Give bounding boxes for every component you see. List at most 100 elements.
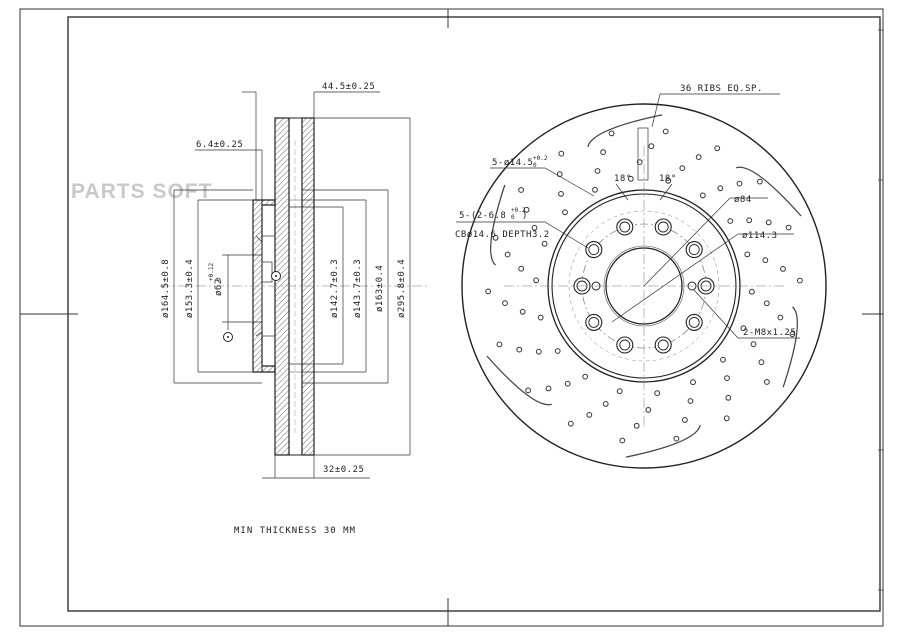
drill-hole [496, 341, 503, 348]
drill-hole [645, 407, 652, 413]
ribs-note: 36 RIBS EQ.SP. [680, 84, 763, 94]
drill-hole [797, 277, 803, 284]
front-disc-view: 36 RIBS EQ.SP. 5-ø14.5 +0.2 0 18° 18° ø8… [455, 84, 827, 469]
bolt-hole [616, 336, 634, 354]
drill-hole [665, 177, 672, 184]
drill-hole [504, 251, 511, 258]
drill-hole [765, 219, 772, 226]
drill-hole [541, 240, 548, 247]
drill-hole [789, 331, 796, 338]
inner-friction-ring [301, 117, 315, 456]
bolt-holes-note: 5-ø14.5 [492, 158, 533, 168]
bolt-hole [585, 241, 603, 259]
drill-hole [562, 209, 568, 216]
dia-62-tol: +0.12 [208, 263, 215, 281]
outer-friction-ring [274, 117, 290, 456]
drill-hole [654, 390, 661, 397]
drill-hole [567, 420, 574, 427]
disc-outer-edge [461, 103, 827, 469]
drill-hole [749, 288, 755, 295]
pin-holes-tol: +0.2 [511, 207, 526, 214]
frame-edge-marks [878, 29, 883, 591]
drill-hole [564, 380, 571, 387]
drill-hole [695, 154, 702, 161]
dia-153-3-dim: ø153.3±0.4 [185, 259, 195, 318]
drill-hole [518, 187, 524, 193]
drill-hole [485, 288, 492, 295]
pin-holes-close: ) [522, 211, 528, 221]
drill-hole [744, 251, 751, 258]
drill-hole [662, 128, 669, 135]
bolt-hole [654, 336, 672, 354]
drawing-frame [19, 8, 884, 627]
drill-hole [518, 265, 525, 272]
drill-hole [699, 192, 706, 199]
drill-hole [516, 346, 523, 353]
drill-hole [592, 186, 598, 193]
dia-163-dim: ø163±0.4 [375, 265, 385, 312]
drill-hole [762, 257, 769, 264]
dia-142-7-dim: ø142.7±0.3 [330, 259, 340, 318]
drill-hole [519, 308, 526, 315]
dia-62-dim: ø62 [214, 278, 224, 296]
drill-hole [648, 143, 655, 150]
brake-slot [490, 184, 506, 266]
hub-bore [605, 247, 683, 325]
drill-hole [746, 217, 753, 224]
drill-hole [554, 348, 561, 354]
drill-hole [725, 394, 732, 401]
drill-hole [600, 149, 606, 156]
angle-right: 18° [659, 174, 677, 184]
drill-hole [558, 150, 565, 157]
drill-hole [586, 411, 593, 418]
pin-holes-note: 5-(2-6.8 [459, 211, 506, 221]
drill-hole [627, 175, 634, 182]
drill-hole [679, 165, 686, 171]
bolt-holes-tol-zero: 0 [533, 162, 537, 169]
drill-hole [673, 435, 680, 442]
hat-thickness-dim: 6.4±0.25 [196, 140, 243, 150]
dia-62-tol-zero: 0 [215, 277, 222, 281]
drill-hole [525, 387, 531, 394]
drill-hole [556, 171, 563, 178]
disc-thickness-dim: 32±0.25 [323, 465, 364, 475]
drill-hole [758, 359, 765, 366]
bolt-hole [616, 218, 634, 236]
bolt-holes-tol: +0.2 [533, 155, 548, 162]
drill-hole [720, 356, 726, 363]
dia-143-7-dim: ø143.7±0.3 [353, 259, 363, 318]
drill-hole [764, 379, 770, 385]
drill-hole [682, 417, 688, 423]
drill-hole [545, 385, 552, 392]
brake-slot [736, 166, 802, 217]
drill-hole [616, 388, 623, 395]
drill-hole [531, 224, 538, 231]
drill-hole [633, 422, 640, 429]
side-section-view: 44.5±0.25 6.4±0.25 32±0.25 [160, 82, 430, 536]
drill-hole [537, 314, 544, 321]
drill-hole [723, 415, 730, 422]
drill-hole [602, 401, 609, 407]
brake-slot [782, 306, 798, 388]
drill-hole [777, 314, 784, 321]
drill-hole [582, 373, 589, 380]
drill-hole [736, 180, 743, 187]
drill-hole [717, 185, 724, 192]
drill-hole [763, 300, 770, 307]
drill-hole [533, 277, 539, 284]
pcd-114-3-dim: ø114.3 [742, 231, 778, 241]
overall-thickness-dim: 44.5±0.25 [322, 82, 375, 92]
drill-hole [687, 398, 694, 404]
brake-slot [486, 355, 552, 406]
drill-hole [502, 300, 508, 307]
min-thickness-note: MIN THICKNESS 30 MM [234, 526, 356, 536]
brake-slot [625, 424, 701, 458]
drill-hole [558, 191, 564, 197]
brake-slot [587, 114, 663, 148]
drill-hole [690, 379, 696, 386]
bolt-hole [685, 241, 703, 259]
drill-hole [535, 348, 542, 355]
drill-hole [523, 206, 530, 213]
drill-hole [619, 437, 626, 444]
pin-holes-tol-zero: 0 [511, 214, 515, 221]
